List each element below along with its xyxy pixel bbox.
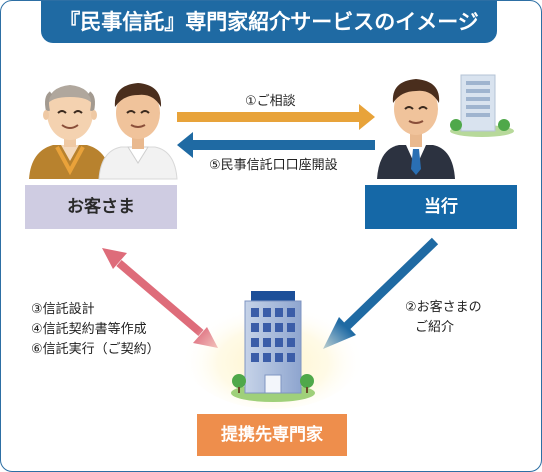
small-building-icon: [450, 74, 514, 137]
consultation-label: ①ご相談: [245, 94, 296, 109]
introduction-label-line2: ご紹介: [415, 320, 455, 335]
partner-task-3: ⑥信託実行（ご契約）: [31, 342, 160, 357]
elderly-man-icon: [29, 85, 111, 179]
account-opening-arrow: [177, 132, 375, 158]
younger-man-icon: [98, 83, 178, 180]
page-title: 『民事信託』専門家紹介サービスのイメージ: [41, 1, 497, 43]
partner-task-2: ④信託契約書等作成: [31, 322, 147, 337]
office-building-icon: [181, 291, 365, 409]
partner-task-1: ③信託設計: [31, 302, 95, 317]
banker-icon: [377, 79, 455, 179]
partner-box: 提携先専門家: [197, 414, 347, 456]
consultation-arrow: [177, 104, 375, 130]
introduction-label-line1: ②お客さまの: [405, 300, 482, 315]
account-opening-label: ⑤民事信託口口座開設: [209, 158, 338, 173]
customer-box: お客さま: [25, 185, 177, 229]
bank-box: 当行: [365, 185, 517, 229]
